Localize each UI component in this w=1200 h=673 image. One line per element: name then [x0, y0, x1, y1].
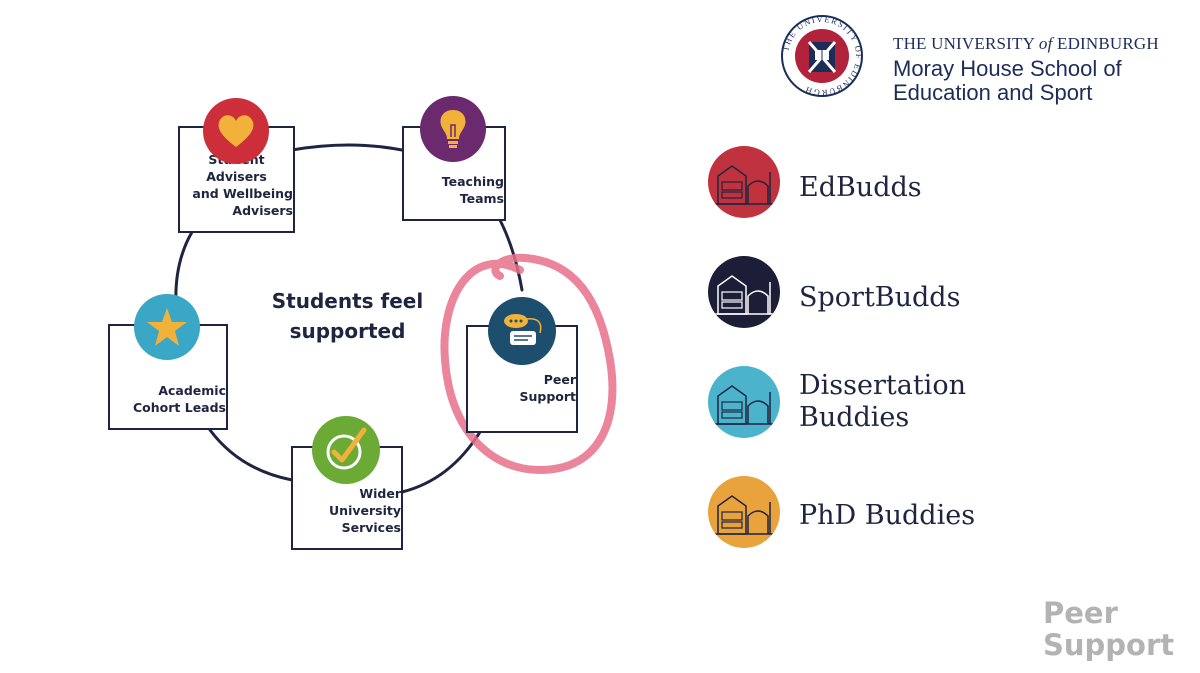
support-diagram [174, 143, 617, 494]
star-icon [134, 294, 200, 360]
university-name: THE UNIVERSITY of EDINBURGH [893, 34, 1159, 54]
dissertation-buddies-building-icon [708, 366, 780, 438]
watermark-line1: Peer [1043, 596, 1118, 630]
node-wider-university-services-line2: University [329, 503, 401, 518]
speech-bubble-icon [488, 297, 556, 365]
buddy-label-dissertation-line1: Dissertation [799, 370, 966, 401]
node-academic-cohort-leads: Academic Cohort Leads [108, 324, 228, 430]
buddy-label-edbudds: EdBudds [799, 172, 922, 203]
university-name-suffix: EDINBURGH [1052, 34, 1159, 53]
node-academic-cohort-leads-line1: Academic [158, 383, 226, 398]
edbudds-building-icon [708, 146, 780, 218]
connection-ring-right [498, 218, 524, 292]
sportbudds-building-icon [708, 256, 780, 328]
node-peer-support-line1: Peer [543, 372, 576, 387]
section-watermark: Peer Support [1043, 597, 1174, 661]
buddy-label-dissertation-line2: Buddies [799, 402, 910, 433]
connection-ring-left-bottom [208, 428, 294, 482]
checkmark-icon [312, 416, 380, 484]
node-peer-support-line2: Support [519, 389, 576, 404]
node-teaching-teams-line1: Teaching [441, 174, 504, 189]
center-label-line1: Students feel [271, 289, 424, 313]
phd-buddies-building-icon [708, 476, 780, 548]
university-seal-logo: THE UNIVERSITY OF EDINBURGH [780, 14, 863, 98]
center-label: Students feel supported [255, 286, 440, 346]
node-academic-cohort-leads-line2: Cohort Leads [132, 400, 226, 415]
lightbulb-icon [420, 96, 486, 162]
buddy-label-sportbudds: SportBudds [799, 282, 961, 313]
center-label-line2: supported [289, 319, 406, 343]
watermark-line2: Support [1043, 628, 1175, 662]
heart-icon [203, 98, 269, 164]
connection-ring-bottom-right [400, 430, 482, 494]
node-student-advisers-line2: and Wellbeing [192, 186, 293, 201]
school-name: Moray House School of Education and Spor… [893, 57, 1122, 105]
highlight-circle [440, 253, 617, 475]
school-name-line2: Education and Sport [893, 80, 1093, 105]
node-student-advisers-line3: Advisers [232, 203, 293, 218]
university-name-prefix: THE UNIVERSITY [893, 34, 1039, 53]
connection-ring [290, 143, 404, 152]
university-name-of: of [1038, 34, 1053, 53]
buddy-label-phd-buddies: PhD Buddies [799, 500, 976, 531]
school-name-line1: Moray House School of [893, 56, 1122, 81]
node-teaching-teams-line2: Teams [459, 191, 504, 206]
node-wider-university-services-line3: Services [341, 520, 401, 535]
buddy-label-dissertation-buddies: Dissertation Buddies [799, 370, 966, 434]
node-wider-university-services-line1: Wider [359, 486, 401, 501]
